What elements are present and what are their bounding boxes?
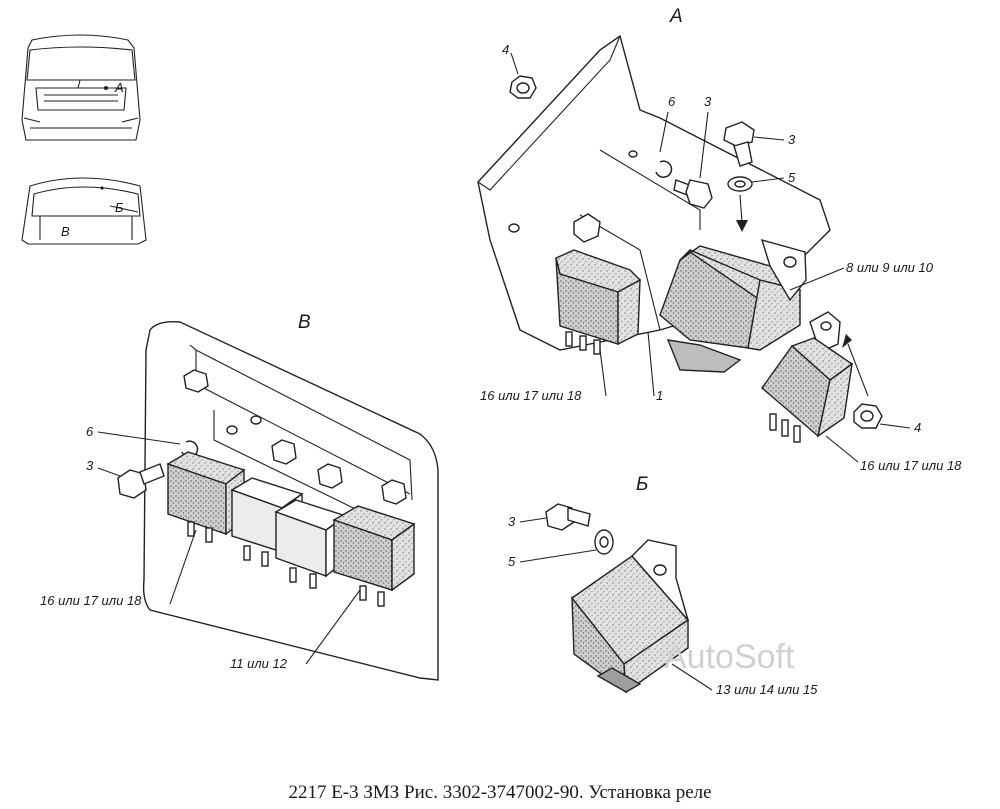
flat-washer-a [727, 176, 753, 192]
relay-a-left [555, 249, 642, 355]
nut-a-right [853, 403, 883, 429]
callout-b-bolt-3: 3 [508, 514, 516, 529]
callout-a-bolt-left: 3 [704, 94, 712, 109]
figure-caption: 2217 Е-3 ЗМЗ Рис. 3302-3747002-90. Устан… [288, 782, 712, 803]
callout-v-relay-left: 16 или 17 или 18 [40, 593, 142, 608]
nut-a-top [509, 75, 537, 99]
callout-a-nut-4: 4 [914, 420, 921, 435]
panel-bolt-3 [317, 463, 343, 489]
bolt-a-right [723, 121, 755, 167]
thumb-label-b: Б [115, 200, 124, 215]
panel-hole-1 [226, 425, 238, 435]
callout-a-relay-left: 16 или 17 или 18 [480, 388, 582, 403]
panel-bolt-4 [381, 479, 407, 505]
vehicle-hood-thumbnail [21, 177, 147, 245]
assembly-arrow-a-2-head [842, 334, 852, 348]
bolt-v [117, 463, 165, 499]
panel-bolt-2 [271, 439, 297, 465]
relay-a-right [761, 337, 854, 443]
callout-a-washer-5: 5 [788, 170, 796, 185]
panel-bolt-1 [183, 369, 209, 393]
callout-a-nut-top: 4 [502, 42, 509, 57]
callout-a-washer-6: 6 [668, 94, 676, 109]
vehicle-front-thumbnail [21, 34, 141, 141]
watermark: AutoSoft [664, 638, 795, 676]
callout-a-relay-right: 16 или 17 или 18 [860, 458, 962, 473]
callout-a-bolt-right: 3 [788, 132, 796, 147]
callout-v-washer-6: 6 [86, 424, 94, 439]
view-title-v: В [298, 312, 311, 333]
callout-v-bolt-3: 3 [86, 458, 94, 473]
panel-hole-2 [250, 415, 262, 425]
flat-washer-b [594, 529, 614, 555]
assembly-arrow-a-1-head [736, 220, 748, 232]
view-title-a: А [669, 6, 683, 27]
view-title-b: Б [636, 474, 648, 495]
callout-a-bracket-1: 1 [656, 388, 663, 403]
bracket-bolt-a [573, 213, 601, 243]
assembly-arrow-a-2 [847, 343, 869, 397]
callout-b-washer-5: 5 [508, 554, 516, 569]
thumb-label-v: В [61, 224, 70, 239]
callout-b-relay: 13 или 14 или 15 [716, 682, 818, 697]
assembly-arrow-a-1 [739, 194, 743, 223]
relay-v-right [332, 505, 416, 607]
callout-v-relay-right: 11 или 12 [230, 656, 288, 671]
bolt-a-left [673, 179, 713, 209]
spring-washer-a [655, 160, 673, 178]
callout-a-relay-large: 8 или 9 или 10 [846, 260, 934, 275]
bolt-b [545, 503, 591, 531]
relay-a-large [659, 238, 807, 373]
thumb-label-a: А [114, 80, 124, 95]
relay-b [570, 539, 690, 694]
